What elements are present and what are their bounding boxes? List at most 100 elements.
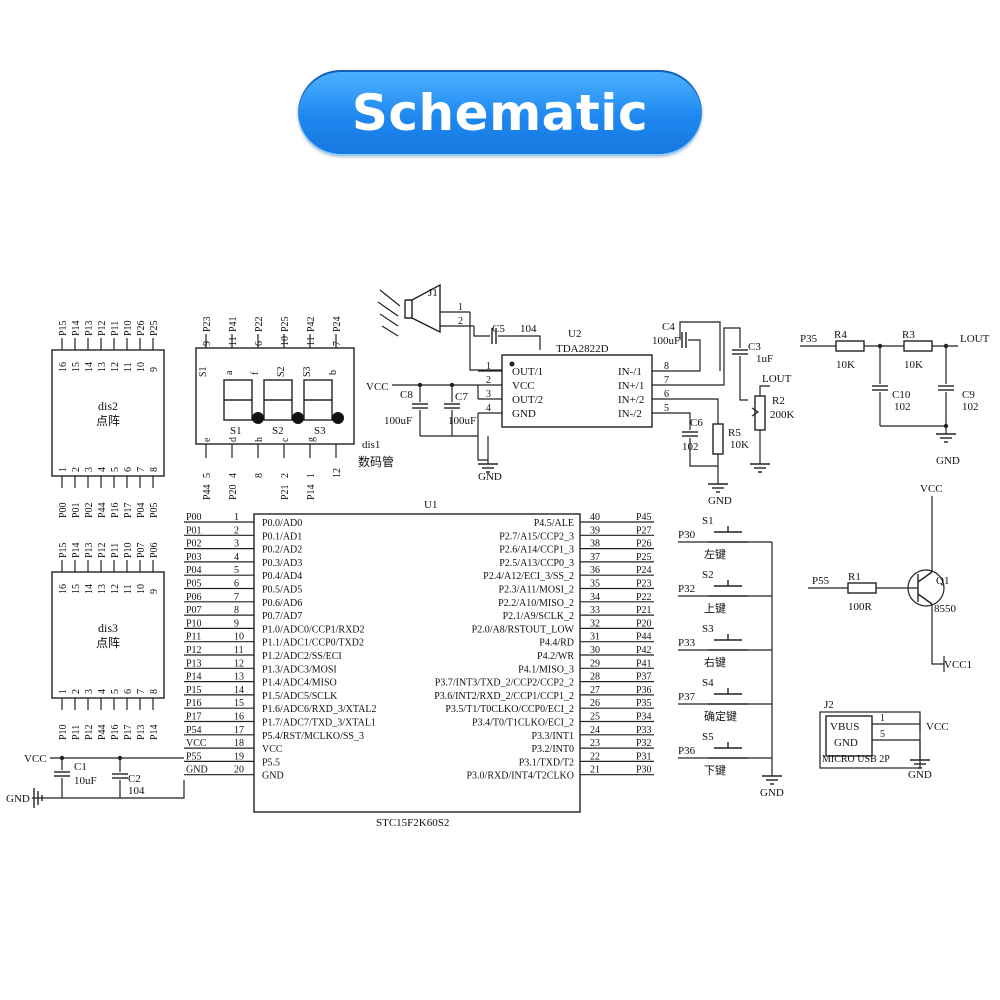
r3-value: 10K [904, 359, 923, 371]
ground-label: GND [760, 787, 784, 799]
dis2-net-top: P15 [58, 320, 69, 336]
u1-pin-number: 1 [234, 512, 239, 523]
resistor-r5 [712, 423, 724, 455]
c8-value: 100uF [384, 415, 412, 427]
dis2-net-top: P12 [97, 320, 108, 336]
dis3-name: dis3 [98, 621, 118, 635]
dis3-pin-number: 16 [58, 584, 69, 594]
dis1-decimal-point [292, 412, 304, 424]
dis3-net-top: P15 [58, 542, 69, 558]
u1-net-left: GND [186, 765, 208, 776]
c8-ref: C8 [400, 389, 413, 401]
u1-pin-number: 6 [234, 579, 239, 590]
switch-net: P32 [678, 583, 695, 595]
dis3-net-top: P06 [149, 542, 160, 558]
dis1-pin-number: 12 [332, 468, 343, 478]
ground-label: GND [708, 495, 732, 507]
dis2-net-top: P13 [84, 320, 95, 336]
j2-ref: J2 [824, 699, 834, 711]
u1-net-right: P37 [636, 672, 652, 683]
dis2-net-top: P25 [149, 320, 160, 336]
u1-net-left: P03 [186, 552, 202, 563]
u1-pin-number: 32 [590, 618, 600, 629]
u1-body [253, 513, 581, 813]
u1-pin-name: P0.5/AD5 [262, 585, 302, 596]
u1-pin-number: 2 [234, 525, 239, 536]
dis3-net-bottom: P14 [149, 724, 160, 740]
dis2-pin-number: 8 [149, 467, 160, 472]
dis3-net-top: P14 [71, 542, 82, 558]
dis3-pin-number: 3 [84, 689, 95, 694]
switch-net: P30 [678, 529, 696, 541]
dis3-pin-number: 4 [97, 689, 108, 694]
u1-pin-name: P3.7/INT3/TXD_2/CCP2/CCP2_2 [435, 678, 574, 689]
wire [469, 312, 502, 371]
dis2-type: 点阵 [96, 414, 120, 428]
dis1-seg-letter: g [306, 437, 317, 442]
u1-pin-name: P4.4/RD [539, 638, 574, 649]
u1-net-left: P05 [186, 579, 202, 590]
resistor-r3 [903, 340, 933, 352]
u1-pin-number: 17 [234, 725, 244, 736]
wire [689, 438, 718, 467]
dis3-net-bottom: P16 [110, 724, 121, 740]
u1-pin-name: P0.2/AD2 [262, 545, 302, 556]
dis3-pin-number: 7 [136, 689, 147, 694]
r4-value: 10K [836, 359, 855, 371]
dis2-pin-number: 14 [84, 362, 95, 372]
wire [751, 407, 760, 417]
u1-pin-number: 18 [234, 738, 244, 749]
dis1-pin-number: 9 [202, 341, 213, 346]
u1-net-right: P22 [636, 592, 652, 603]
dis1-seg-name: S3 [302, 366, 313, 377]
dis1-seg-letter: f [250, 371, 261, 375]
dis2-net-bottom: P01 [71, 502, 82, 518]
dis1-decimal-point [332, 412, 344, 424]
dis1-pin-number: 10 [280, 336, 291, 346]
vcc-label: VCC [24, 753, 47, 765]
dis3-body [51, 571, 165, 699]
u1-pin-name: P5.4/RST/MCLKO/SS_3 [262, 731, 364, 742]
dis3-pin-number: 1 [58, 689, 69, 694]
dis3-net-top: P13 [84, 542, 95, 558]
u1-pin-name: P3.5/T1/T0CLKO/CCP0/ECI_2 [445, 704, 574, 715]
u1-pin-name: P3.3/INT1 [532, 731, 575, 742]
r2-value: 200K [770, 409, 795, 421]
u1-net-left: P02 [186, 539, 202, 550]
dis2-net-top: P26 [136, 320, 147, 336]
dis3-pin-number: 8 [149, 689, 160, 694]
dis1-net-top: P42 [306, 316, 317, 332]
u1-net-right: P25 [636, 552, 652, 563]
u1-pin-number: 13 [234, 672, 244, 683]
u1-pin-number: 12 [234, 658, 244, 669]
dis1-seg-letter: d [228, 437, 239, 442]
dis2-net-bottom: P02 [84, 502, 95, 518]
c10-value: 102 [894, 401, 911, 413]
transistor-collector [917, 593, 933, 605]
dis2-body [51, 349, 165, 477]
u1-pin-name: P1.7/ADC7/TXD_3/XTAL1 [262, 718, 376, 729]
u1-pin-number: 11 [234, 645, 244, 656]
u1-pin-name: P2.4/A12/ECI_3/SS_2 [483, 571, 574, 582]
dis3-pin-number: 12 [110, 584, 121, 594]
switch-ref: S3 [702, 623, 714, 635]
u1-pin-number: 30 [590, 645, 600, 656]
u1-pin-number: 38 [590, 539, 600, 550]
u2-pin-name: IN-/2 [618, 408, 642, 420]
c4-ref: C4 [662, 321, 675, 333]
u1-pin-name: P3.6/INT2/RXD_2/CCP1/CCP1_2 [434, 691, 574, 702]
u1-pin-name: P2.5/A13/CCP0_3 [499, 558, 574, 569]
switch-label: 确定键 [704, 709, 737, 723]
wire [931, 604, 944, 665]
dis1-net-bottom: P14 [306, 484, 317, 500]
c5-ref: C5 [492, 323, 505, 335]
u1-pin-number: 10 [234, 632, 244, 643]
wire [473, 326, 490, 337]
dis3-net-bottom: P10 [58, 724, 69, 740]
dis3-pin-number: 15 [71, 584, 82, 594]
dis1-pin-number: 6 [254, 341, 265, 346]
switch-net: P37 [678, 691, 696, 703]
dis3-net-bottom: P13 [136, 724, 147, 740]
dis1-seg-letter: a [224, 370, 235, 375]
u1-net-left: P06 [186, 592, 202, 603]
